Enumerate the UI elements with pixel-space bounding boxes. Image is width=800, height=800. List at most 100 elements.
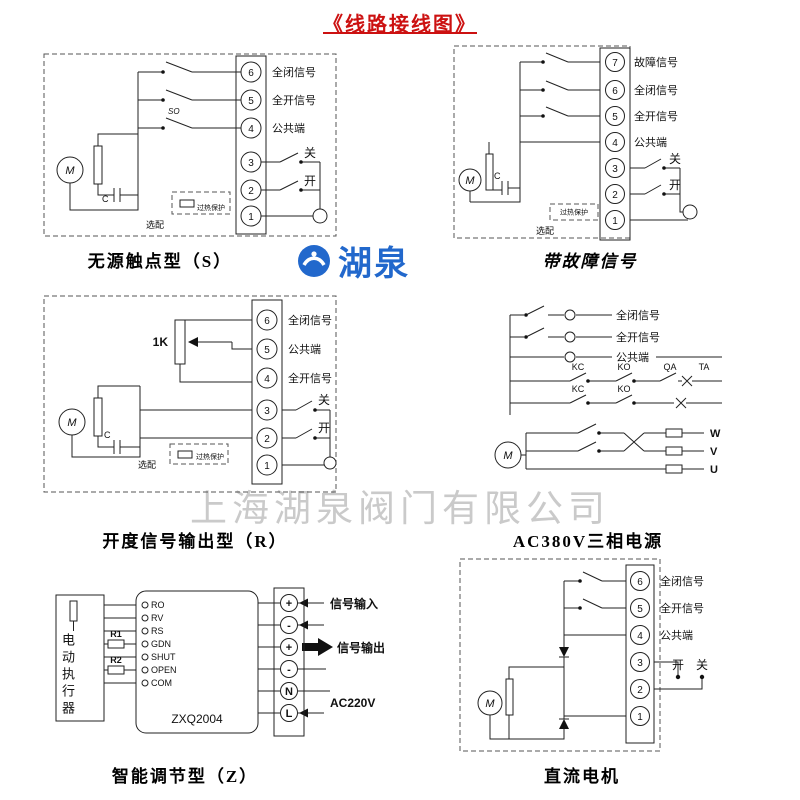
terminal-number: 4 (637, 631, 643, 642)
motor-label: M (67, 417, 77, 429)
motor-label: M (503, 450, 513, 462)
open-label: 开 (669, 178, 681, 192)
close-label: 关 (669, 152, 681, 166)
signal-label-common: 公共端 (272, 122, 305, 135)
panel-z-wiring (104, 598, 333, 718)
panel-s-diagram: 6 5 4 3 2 1 全闭信号 全开信号 公共端 关 开 M C SO 过热保… (43, 53, 337, 237)
pin-label-rv: RV (151, 613, 163, 623)
signal-label-full-closed: 全闭信号 (272, 65, 316, 79)
pin-label-open: OPEN (151, 665, 177, 675)
signal-label-common: 公共端 (288, 343, 321, 356)
contact-label-ta: TA (699, 362, 710, 372)
signal-label-common: 公共端 (660, 629, 693, 642)
signal-in-label: 信号输入 (330, 596, 378, 611)
potentiometer-label: 1K (153, 335, 169, 349)
close-label: 关 (318, 393, 330, 407)
contact-label-kc: KC (572, 362, 585, 372)
panel-r-outline (43, 295, 337, 493)
resistor-label-r1: R1 (110, 629, 122, 639)
terminal-number: 5 (248, 96, 254, 107)
panel-ac380-wiring (494, 305, 722, 474)
terminal-number: 3 (264, 406, 270, 417)
panel-z-module-box (135, 590, 259, 734)
overheat-label: 过热保护 (196, 452, 224, 461)
logo-icon (298, 244, 330, 277)
open-label: 开 (304, 174, 316, 188)
module-label: ZXQ2004 (171, 712, 223, 726)
switch-id-label: SO (168, 107, 180, 116)
optional-label: 选配 (138, 459, 156, 470)
terminal-number: 3 (637, 658, 643, 669)
signal-out-label: 信号输出 (337, 640, 385, 655)
power-label: AC220V (330, 696, 375, 710)
resistor-label-r2: R2 (110, 655, 122, 665)
caption-panel-z: 智能调节型（Z） (111, 767, 259, 786)
pin-label-rs: RS (151, 626, 164, 636)
terminal-number: 1 (264, 461, 270, 472)
terminal-number: 6 (248, 68, 254, 79)
terminal-number: 5 (612, 112, 618, 123)
terminal-symbol: L (286, 708, 293, 720)
pin-label-shut: SHUT (151, 652, 176, 662)
signal-label-full-closed: 全闭信号 (660, 574, 704, 588)
panel-ac380-diagram: 全闭信号 全开信号 公共端 KC KO QA TA KC KO W V U M (494, 305, 722, 476)
panel-z-terminal-strip (273, 587, 305, 737)
panel-r-wiring (58, 319, 337, 470)
terminal-number: 4 (248, 124, 254, 135)
caption-panel-dc: 直流电机 (544, 767, 620, 786)
actuator-label: 电动执行器 (60, 633, 75, 718)
caption-panel-ac380: AC380V三相电源 (512, 532, 664, 551)
terminal-number: 1 (248, 212, 254, 223)
phase-label-u: U (710, 464, 718, 476)
terminal-number: 2 (612, 190, 618, 201)
panel-dc-outline (459, 558, 661, 752)
terminal-number: 2 (264, 434, 270, 445)
signal-label-fault: 故障信号 (634, 55, 678, 69)
open-label: 开 (672, 658, 684, 672)
capacitor-label: C (104, 430, 111, 440)
open-label: 开 (318, 421, 330, 435)
terminal-number: 5 (637, 604, 643, 615)
phase-label-v: V (710, 446, 718, 458)
panel-s-outline (43, 53, 337, 237)
panel-fault-optional-box (549, 203, 599, 221)
panel-dc-wiring (477, 571, 705, 740)
signal-label-common: 公共端 (634, 136, 667, 149)
terminal-symbol: + (286, 598, 292, 610)
signal-label-full-open: 全开信号 (660, 601, 704, 615)
panel-fault-terminal-strip (599, 47, 631, 241)
caption-panel-r: 开度信号输出型（R） (102, 532, 288, 551)
logo-text: 湖泉 (338, 245, 410, 283)
terminal-number: 6 (612, 86, 618, 97)
motor-label: M (485, 698, 495, 710)
terminal-number: 6 (264, 316, 270, 327)
signal-label-full-open: 全开信号 (288, 371, 332, 385)
close-label: 关 (696, 658, 708, 672)
motor-label: M (465, 175, 475, 187)
panel-dc-terminal-strip (625, 564, 655, 744)
panel-s-optional-box (171, 191, 231, 215)
terminal-symbol: - (287, 664, 291, 676)
contact-label-qa: QA (663, 362, 676, 372)
panel-s-terminal-strip (235, 55, 267, 235)
huquan-logo: 湖泉 (296, 236, 410, 285)
terminal-number: 6 (637, 577, 643, 588)
panel-z-diagram: R1 R2 RO RV RS GDN SHUT OPEN COM ZXQ2004… (55, 587, 385, 737)
panel-r-diagram: 6 5 4 3 2 1 全闭信号 公共端 全开信号 关 开 1K M C 过热保… (43, 295, 337, 493)
terminal-number: 7 (612, 58, 618, 69)
pin-label-gdn: GDN (151, 639, 171, 649)
terminal-number: 1 (637, 712, 643, 723)
signal-label-full-open: 全开信号 (272, 93, 316, 107)
terminal-symbol: + (286, 642, 292, 654)
terminal-symbol: - (287, 620, 291, 632)
panel-dc-diagram: 6 5 4 3 2 1 全闭信号 全开信号 公共端 开 关 M (459, 558, 708, 752)
terminal-symbol: N (285, 686, 293, 698)
panel-fault-wiring (458, 52, 698, 221)
terminal-number: 2 (248, 186, 254, 197)
caption-panel-fault: 带故障信号 (542, 252, 638, 271)
terminal-number: 1 (612, 216, 618, 227)
overheat-label: 过热保护 (197, 203, 225, 212)
terminal-number: 3 (248, 158, 254, 169)
panel-s-wiring (56, 61, 328, 224)
